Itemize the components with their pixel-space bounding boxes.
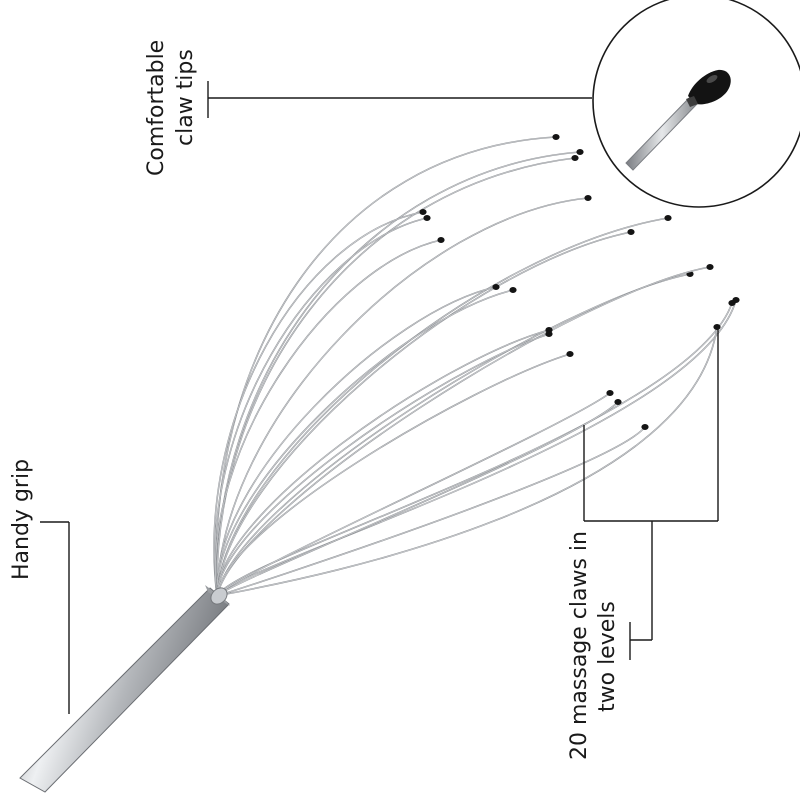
claw-tip <box>545 331 553 337</box>
claw-wire-highlight <box>216 333 550 597</box>
massage-claws-label-line1: 20 massage claws in <box>567 531 592 760</box>
claw-wire-highlight <box>216 326 718 597</box>
claw-wire-highlight <box>216 329 550 597</box>
leader-lines <box>40 81 719 714</box>
claw-tip <box>614 399 622 405</box>
claw-tips-label-line2: claw tips <box>173 49 198 146</box>
claw-wire-highlight <box>216 157 576 597</box>
massage-claws <box>213 134 740 597</box>
claw-tip <box>509 287 517 293</box>
claw-tips-label-line1: Comfortable <box>144 40 169 176</box>
claw-wire-highlight <box>216 299 737 597</box>
claw-wire-highlight <box>216 426 646 597</box>
claw-tip <box>641 424 649 430</box>
claw-tip <box>627 229 635 235</box>
claw-wire-highlight <box>216 401 619 597</box>
claw-wire-highlight <box>216 286 497 597</box>
claw-tip <box>576 149 584 155</box>
claw-wire-highlight <box>216 353 571 597</box>
claw-tip <box>571 155 579 161</box>
claw-wire-highlight <box>216 217 669 597</box>
claw-wire-highlight <box>214 217 428 597</box>
handy-grip-label: Handy grip <box>9 459 34 580</box>
claw-wire <box>215 136 557 597</box>
claw-wire-highlight <box>216 302 733 597</box>
handle <box>19 585 230 793</box>
claw-wire-highlight <box>215 239 442 597</box>
claw-wire-highlight <box>213 211 424 597</box>
claw-wire-highlight <box>216 197 589 597</box>
claw-tip <box>437 237 445 243</box>
claw-tip <box>552 134 560 140</box>
claw-tip-detail <box>688 69 731 105</box>
claw-tip <box>713 324 721 330</box>
claw-tip <box>419 209 427 215</box>
claw-tip <box>423 215 431 221</box>
claw-wire-highlight <box>215 136 557 597</box>
claw-tip <box>606 390 614 396</box>
claw-tip <box>728 300 736 306</box>
claw-wire-highlight <box>216 289 514 597</box>
claw-tip <box>492 284 500 290</box>
claw-tip <box>706 264 714 270</box>
claw-tip <box>584 195 592 201</box>
claw-tip <box>664 215 672 221</box>
claw-wire <box>216 197 589 597</box>
zoom-inset <box>592 0 800 208</box>
claw-wire <box>216 289 514 597</box>
claw-tip <box>566 351 574 357</box>
claw-wire-highlight <box>216 231 632 597</box>
claw-wire <box>216 326 718 597</box>
massage-claws-label-line2: two levels <box>595 601 620 712</box>
claw-wire-highlight <box>216 392 611 597</box>
claw-wire <box>216 157 576 597</box>
